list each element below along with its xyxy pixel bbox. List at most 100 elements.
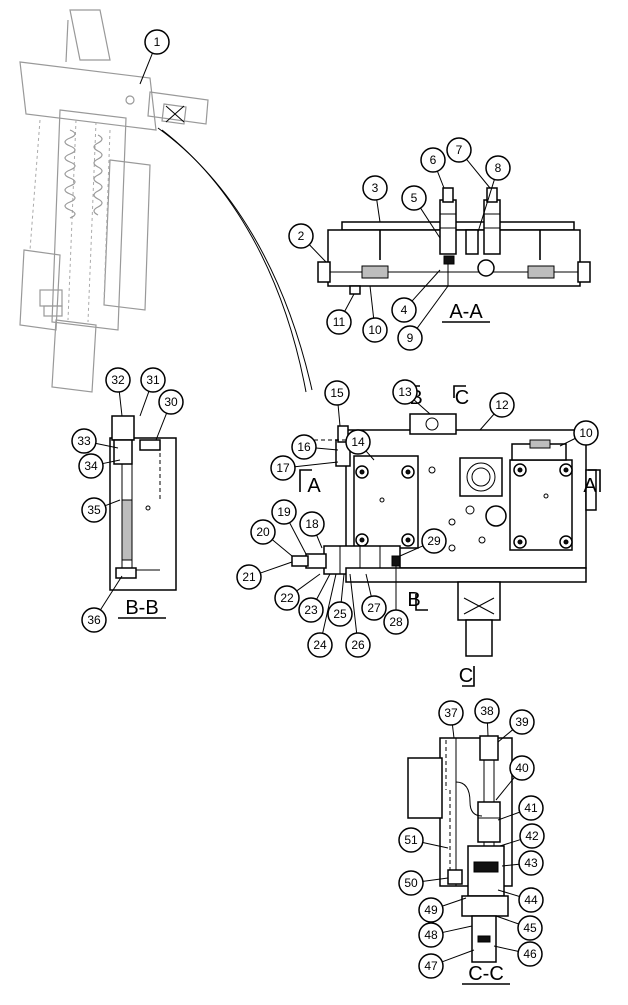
callout-circle (420, 147, 446, 173)
section-c-c-view (407, 735, 513, 963)
callout-number: 29 (427, 534, 441, 548)
callout-13: 13 (392, 379, 418, 405)
leader-line (340, 573, 345, 603)
leader-line (365, 573, 372, 597)
callout-number: 18 (305, 517, 319, 531)
leader-line (495, 776, 515, 801)
callout-circle (518, 850, 544, 876)
callout-circle (362, 317, 388, 343)
leader-line (260, 561, 293, 574)
callout-circle (573, 420, 599, 446)
callout-circle (391, 297, 417, 323)
callout-number: 6 (430, 153, 437, 167)
callout-38: 38 (474, 698, 500, 724)
leader-line (322, 573, 337, 634)
callout-39: 39 (509, 709, 535, 735)
callout-circle (474, 698, 500, 724)
leader-line (413, 399, 431, 415)
callout-24: 24 (307, 632, 333, 658)
callout-33: 33 (71, 428, 97, 454)
leader-line (139, 52, 153, 85)
leader-line (95, 442, 119, 449)
leader-arc-2 (161, 129, 307, 393)
callout-21: 21 (236, 564, 262, 590)
leader-line (497, 889, 520, 897)
callout-40: 40 (509, 755, 535, 781)
leader-line (102, 459, 121, 465)
leader-line (442, 949, 475, 963)
leader-line (316, 534, 323, 549)
callout-11: 11 (326, 309, 352, 335)
callout-circle (274, 585, 300, 611)
callout-47: 47 (418, 953, 444, 979)
callout-number: 35 (87, 503, 101, 517)
leader-line (271, 539, 293, 557)
callout-circle (250, 519, 276, 545)
callout-number: 31 (146, 373, 160, 387)
section-a-a-view (317, 187, 591, 295)
callout-circle (271, 499, 297, 525)
callout-41: 41 (518, 795, 544, 821)
callout-9: 9 (397, 325, 423, 351)
callout-27: 27 (361, 595, 387, 621)
callout-circle (362, 175, 388, 201)
callout-28: 28 (383, 609, 409, 635)
callout-number: 12 (495, 398, 509, 412)
callout-number: 27 (367, 601, 381, 615)
body-bolts (355, 463, 573, 552)
callout-circle (327, 601, 353, 627)
callout-37: 37 (438, 700, 464, 726)
callout-circle (489, 392, 515, 418)
callout-10: 10 (362, 317, 388, 343)
callout-number: 14 (351, 435, 365, 449)
callout-circle (517, 915, 543, 941)
leader-line (411, 269, 441, 302)
leader-line (344, 293, 355, 312)
leader-line (451, 724, 455, 739)
section-label-c-c: C-C (468, 963, 504, 985)
leader-line (308, 244, 327, 263)
callout-number: 46 (523, 947, 537, 961)
callout-1: 1 (144, 29, 170, 55)
leader-line (365, 450, 375, 461)
callout-number: 48 (424, 928, 438, 942)
callout-circle (418, 953, 444, 979)
callout-layer: 1234567891011121314151617181920212223242… (71, 29, 599, 979)
callout-leaders (95, 52, 576, 963)
leader-line (294, 461, 339, 468)
callout-number: 15 (330, 386, 344, 400)
callout-circle (81, 497, 107, 523)
callout-circle (299, 511, 325, 537)
leader-line (501, 863, 520, 867)
cut-marker-b-bottom: B (407, 589, 420, 611)
callout-43: 43 (518, 850, 544, 876)
callout-number: 23 (304, 603, 318, 617)
callout-circle (361, 595, 387, 621)
callout-number: 38 (480, 704, 494, 718)
callout-number: 34 (84, 459, 98, 473)
callout-circle (485, 155, 511, 181)
callout-49: 49 (418, 897, 444, 923)
callout-circle (398, 827, 424, 853)
callout-25: 25 (327, 601, 353, 627)
callout-26: 26 (345, 632, 371, 658)
callout-10: 10 (573, 420, 599, 446)
callout-22: 22 (274, 585, 300, 611)
cut-marker-a-right: A (583, 475, 597, 497)
callout-number: 40 (515, 761, 529, 775)
callout-number: 49 (424, 903, 438, 917)
callout-circle (418, 897, 444, 923)
callout-number: 37 (444, 706, 458, 720)
leader-line (416, 285, 449, 329)
callout-number: 5 (411, 191, 418, 205)
leader-line (337, 404, 341, 427)
callout-number: 36 (87, 613, 101, 627)
callout-12: 12 (489, 392, 515, 418)
leader-line (369, 285, 375, 319)
callout-number: 26 (351, 638, 365, 652)
callout-50: 50 (398, 870, 424, 896)
leader-line (422, 842, 449, 849)
callout-number: 47 (424, 959, 438, 973)
callout-number: 21 (242, 570, 256, 584)
callout-number: 10 (579, 426, 593, 440)
